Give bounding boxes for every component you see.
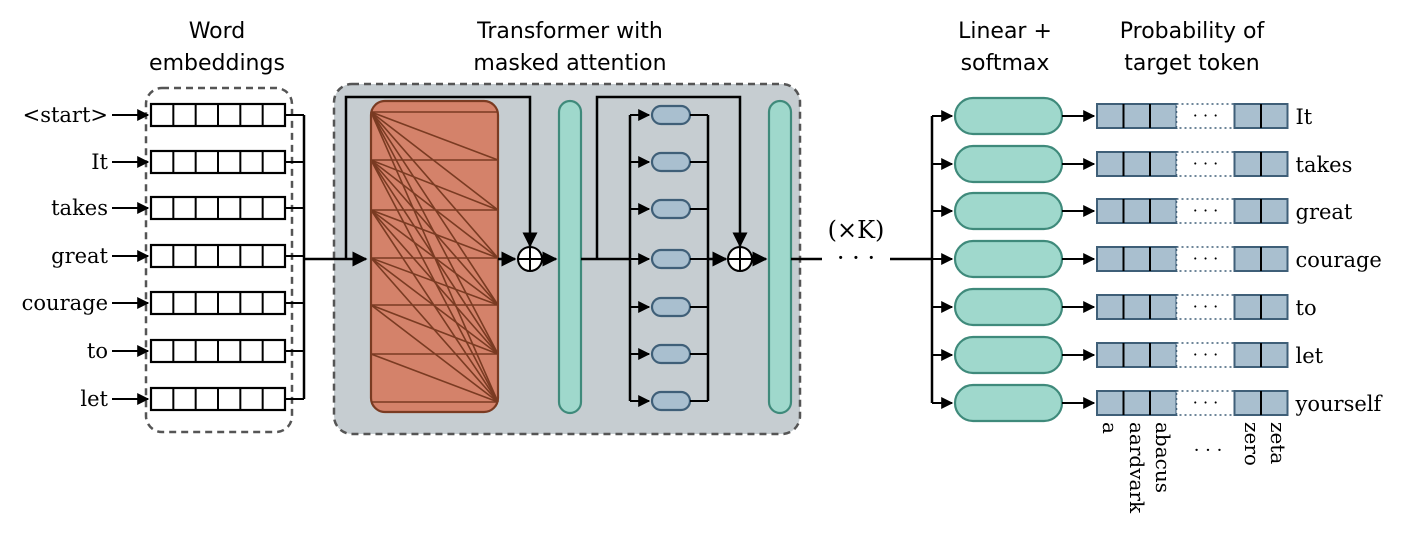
- linear-softmax-unit: [953, 383, 1064, 423]
- attention-connection: [370, 304, 499, 403]
- repeat-label: (×K): [828, 216, 885, 244]
- transformer-title-line2: masked attention: [473, 51, 666, 76]
- mlp-unit: [650, 104, 692, 126]
- linear-softmax-unit: [953, 239, 1064, 279]
- linear-title-line2: softmax: [961, 51, 1050, 76]
- attention-connection: [370, 209, 499, 403]
- vocab-label: a: [1098, 422, 1122, 434]
- probability-cells-left: [1096, 294, 1178, 320]
- attention-block: [369, 99, 500, 414]
- linear-softmax-unit: [953, 191, 1064, 231]
- linear-softmax-unit: [953, 144, 1064, 184]
- probability-gap: [1175, 390, 1236, 416]
- vocab-label: abacus: [1151, 422, 1175, 493]
- probability-ellipsis: · · ·: [1193, 249, 1218, 268]
- output-rows: · · · It · · · takes · · · great · · · courage ·…: [930, 96, 1384, 423]
- mlp-unit: [650, 198, 692, 220]
- vocab-label: aardvark: [1125, 422, 1149, 514]
- attention-connection: [370, 111, 499, 161]
- attention-connection: [370, 111, 499, 259]
- output-token: to: [1296, 296, 1317, 320]
- probability-ellipsis: · · ·: [1193, 393, 1218, 412]
- probability-cells-left: [1096, 151, 1178, 177]
- probability-cells-left: [1096, 198, 1178, 224]
- probability-gap: [1175, 246, 1236, 272]
- attention-connection: [370, 353, 499, 403]
- probability-ellipsis: · · ·: [1193, 345, 1218, 364]
- embedding-merge: [302, 115, 368, 399]
- attention-connection: [370, 111, 499, 355]
- attention-connection: [370, 111, 499, 403]
- mlp-unit: [650, 296, 692, 318]
- transformer-title-line1: Transformer with: [476, 19, 663, 44]
- output-token: great: [1296, 200, 1353, 224]
- embedding-rows: <start> It takes great courage to let: [22, 102, 304, 412]
- embeddings-title-line1: Word: [189, 19, 246, 44]
- residual-path-1: [344, 95, 538, 259]
- probability-gap: [1175, 294, 1236, 320]
- input-token: takes: [51, 196, 108, 220]
- probability-gap: [1175, 198, 1236, 224]
- attention-connection: [370, 257, 499, 403]
- transformer-internals: [344, 95, 932, 415]
- output-token: let: [1296, 344, 1324, 368]
- probability-ellipsis: · · ·: [1193, 297, 1218, 316]
- output-token: It: [1296, 105, 1313, 129]
- probability-ellipsis: · · ·: [1193, 106, 1218, 125]
- embeddings-title-line2: embeddings: [149, 51, 285, 76]
- output-token: yourself: [1295, 392, 1384, 416]
- probability-cells-left: [1096, 103, 1178, 129]
- continuation-dots: · · ·: [837, 244, 875, 272]
- input-token: let: [80, 387, 108, 411]
- input-token: great: [51, 244, 108, 268]
- probability-ellipsis: · · ·: [1193, 154, 1218, 173]
- input-token: <start>: [23, 103, 108, 127]
- output-token: courage: [1296, 248, 1382, 272]
- linear-softmax-unit: [953, 335, 1064, 375]
- mlp-unit: [650, 390, 692, 412]
- probability-title-line1: Probability of: [1120, 19, 1266, 44]
- vocab-label: zeta: [1266, 422, 1290, 464]
- output-token: takes: [1296, 153, 1353, 177]
- linear-softmax-unit: [953, 287, 1064, 327]
- probability-cells-left: [1096, 246, 1178, 272]
- vocab-dots: · · ·: [1194, 440, 1223, 461]
- input-token: It: [91, 150, 108, 174]
- probability-title-line2: target token: [1124, 51, 1259, 76]
- mlp-unit: [650, 151, 692, 173]
- attention-connection: [370, 111, 499, 306]
- layer-norm-2: [767, 99, 793, 415]
- linear-softmax-unit: [953, 96, 1064, 136]
- mlp-unit: [650, 343, 692, 365]
- input-token: courage: [22, 291, 108, 315]
- mlp-unit: [650, 248, 692, 270]
- attention-connection: [370, 111, 499, 211]
- residual-path-2: [595, 95, 748, 259]
- probability-cells-left: [1096, 342, 1178, 368]
- vocab-label: zero: [1240, 422, 1264, 466]
- probability-cells-left: [1096, 390, 1178, 416]
- probability-ellipsis: · · ·: [1193, 201, 1218, 220]
- attention-connection: [370, 159, 499, 403]
- layer-norm-1: [557, 99, 583, 415]
- input-token: to: [87, 339, 108, 363]
- linear-title-line1: Linear +: [958, 19, 1052, 44]
